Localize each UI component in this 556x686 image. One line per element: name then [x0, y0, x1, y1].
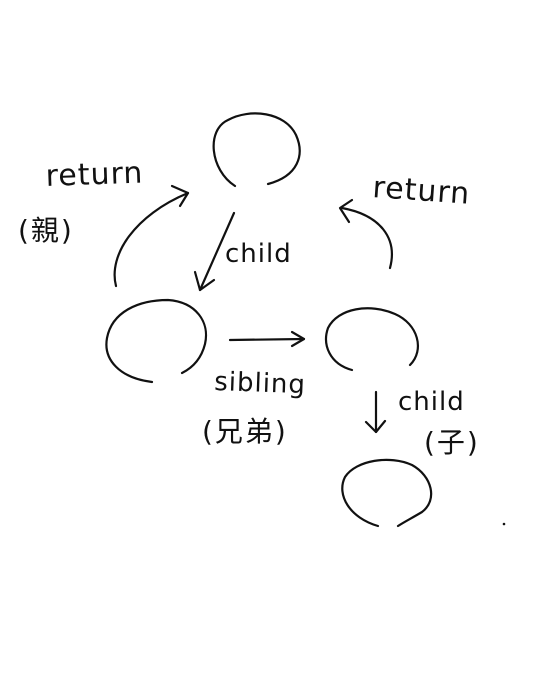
child-arrow-right-down-head [364, 419, 387, 434]
sibling-node [325, 307, 419, 372]
label-return-left: return [45, 156, 144, 194]
label-child-right: child [398, 387, 465, 417]
return-arrow-right-head [338, 198, 354, 224]
grandchild-node [341, 458, 433, 528]
label-return-right: return [371, 170, 471, 212]
label-child-note: (子) [424, 426, 480, 459]
stray-dot [502, 522, 506, 526]
child-arrow-down-head [193, 270, 216, 292]
label-parent-note: (親) [18, 214, 74, 247]
child-node-left [105, 298, 208, 384]
sibling-arrow-head [290, 330, 306, 348]
label-sibling-note: (兄弟) [202, 415, 288, 448]
label-sibling: sibling [214, 367, 307, 400]
return-arrow-right [340, 206, 393, 270]
sibling-arrow [228, 337, 306, 342]
label-child-top: child [225, 239, 292, 269]
return-arrow-left-head [170, 184, 190, 208]
child-arrow-down [198, 211, 236, 292]
return-arrow-left [113, 191, 190, 288]
parent-node [212, 112, 301, 188]
